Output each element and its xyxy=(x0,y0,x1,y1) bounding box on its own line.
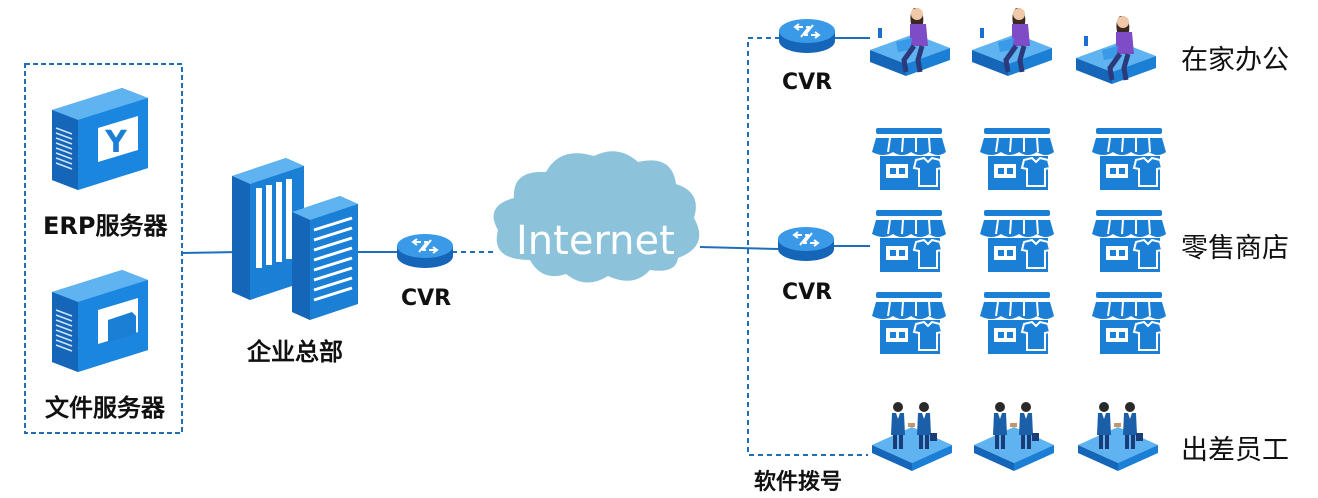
home-router-icon xyxy=(778,18,836,54)
server-group-box xyxy=(24,63,183,434)
hq-router-icon xyxy=(396,233,454,269)
home-office-label: 在家办公 xyxy=(1181,45,1289,76)
retail-router-label: CVR xyxy=(782,280,833,305)
retail-router-icon xyxy=(777,226,835,262)
headquarters-label: 企业总部 xyxy=(247,338,343,366)
store-icon xyxy=(1091,127,1167,191)
erp-server-icon: Y xyxy=(51,87,149,191)
file-server-label: 文件服务器 xyxy=(45,394,165,422)
store-icon xyxy=(1091,209,1167,273)
home-worker-icon xyxy=(1076,16,1156,84)
svg-text:Y: Y xyxy=(104,125,128,160)
erp-server-label: ERP服务器 xyxy=(43,212,168,240)
store-icon xyxy=(979,291,1055,355)
home-worker-icon xyxy=(972,8,1052,76)
hq-router-label: CVR xyxy=(401,286,452,311)
home-worker-icon xyxy=(870,8,950,76)
business-traveler-icon xyxy=(974,402,1054,471)
internet-label: Internet xyxy=(516,218,675,264)
business-traveler-icon xyxy=(1078,402,1158,471)
store-icon xyxy=(871,209,947,273)
home-router-label: CVR xyxy=(782,70,833,95)
traveling-staff-label: 出差员工 xyxy=(1181,435,1289,466)
dialup-label: 软件拨号 xyxy=(754,470,843,495)
store-icon xyxy=(1091,291,1167,355)
link-dashed-trunk xyxy=(747,37,868,456)
link-internet-right xyxy=(699,246,779,250)
store-icon xyxy=(979,209,1055,273)
store-icon xyxy=(871,127,947,191)
store-icon xyxy=(871,291,947,355)
file-server-icon xyxy=(51,269,149,373)
link-servers-hq xyxy=(181,251,241,254)
headquarters-server-icon xyxy=(232,158,358,320)
business-traveler-icon xyxy=(872,402,952,471)
retail-store-label: 零售商店 xyxy=(1181,233,1289,264)
store-icon xyxy=(979,127,1055,191)
